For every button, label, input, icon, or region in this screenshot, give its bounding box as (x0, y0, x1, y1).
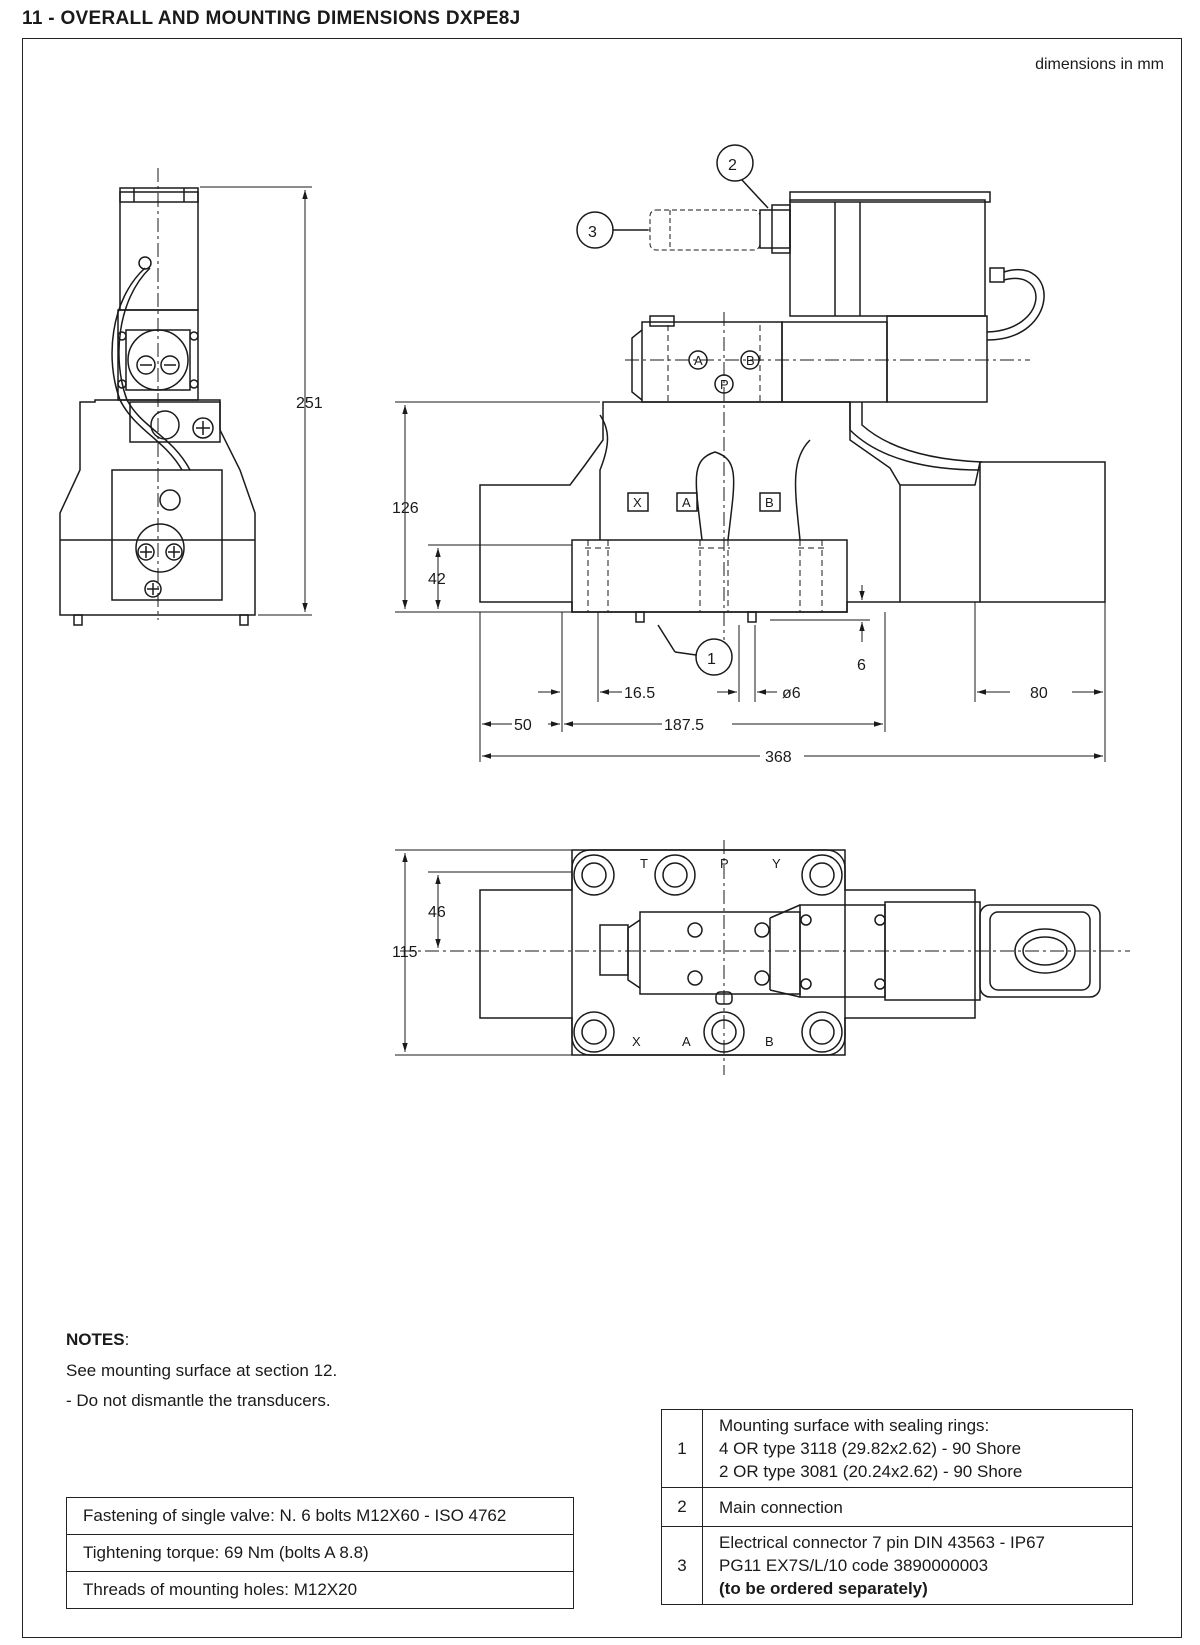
top-view (479, 849, 1101, 1056)
dim-50: 50 (514, 717, 532, 734)
legend-row: 3 Electrical connector 7 pin DIN 43563 -… (661, 1526, 1133, 1605)
note-line-1: See mounting surface at section 12. (66, 1361, 338, 1380)
callout-3: 3 (588, 224, 597, 241)
drawing-frame (22, 38, 1182, 1638)
port-p-top-label: P (720, 856, 729, 871)
port-b-label: B (746, 353, 755, 368)
dim-bg-50 (512, 714, 548, 734)
mounting-holes (573, 854, 843, 1053)
dim-phi6: ø6 (782, 685, 801, 702)
dim-80: 80 (1030, 685, 1048, 702)
legend-row: 2 Main connection (661, 1487, 1133, 1527)
threads-row: Threads of mounting holes: M12X20 (66, 1571, 574, 1609)
dim-46: 46 (428, 904, 446, 921)
torque-row: Tightening torque: 69 Nm (bolts A 8.8) (66, 1534, 574, 1572)
dim-126: 126 (392, 500, 419, 517)
dim-42: 42 (428, 571, 446, 588)
port-x-label: X (633, 495, 642, 510)
dim-368: 368 (765, 749, 792, 766)
dim-bg-187 (662, 714, 732, 734)
fastening-table: Fastening of single valve: N. 6 bolts M1… (66, 1497, 574, 1609)
port-t-label: T (640, 856, 648, 871)
notes-heading: NOTES: (66, 1330, 130, 1349)
port-p-label: P (720, 377, 729, 392)
front-view (479, 191, 1106, 623)
port-b-top-label: B (765, 1034, 774, 1049)
dim-bg-368 (760, 746, 804, 766)
legend-row: 1 Mounting surface with sealing rings: 4… (661, 1409, 1133, 1488)
dim-187-5: 187.5 (664, 717, 704, 734)
port-a-lower-label: A (682, 495, 691, 510)
port-b-lower-label: B (765, 495, 774, 510)
dim-6: 6 (857, 657, 866, 674)
port-a-top-label: A (682, 1034, 691, 1049)
fastening-row: Fastening of single valve: N. 6 bolts M1… (66, 1497, 574, 1535)
dim-16-5: 16.5 (624, 685, 655, 702)
units-note: dimensions in mm (1035, 56, 1164, 73)
port-a-label: A (694, 353, 703, 368)
dim-251: 251 (296, 395, 323, 412)
note-line-2: - Do not dismantle the transducers. (66, 1391, 331, 1410)
section-title: 11 - OVERALL AND MOUNTING DIMENSIONS DXP… (22, 8, 521, 29)
callout-2: 2 (728, 157, 737, 174)
port-x-top-label: X (632, 1034, 641, 1049)
legend-table: 1 Mounting surface with sealing rings: 4… (661, 1409, 1133, 1605)
port-y-label: Y (772, 856, 781, 871)
dim-115: 115 (392, 944, 418, 961)
callout-1: 1 (707, 651, 716, 668)
callouts (576, 144, 769, 676)
